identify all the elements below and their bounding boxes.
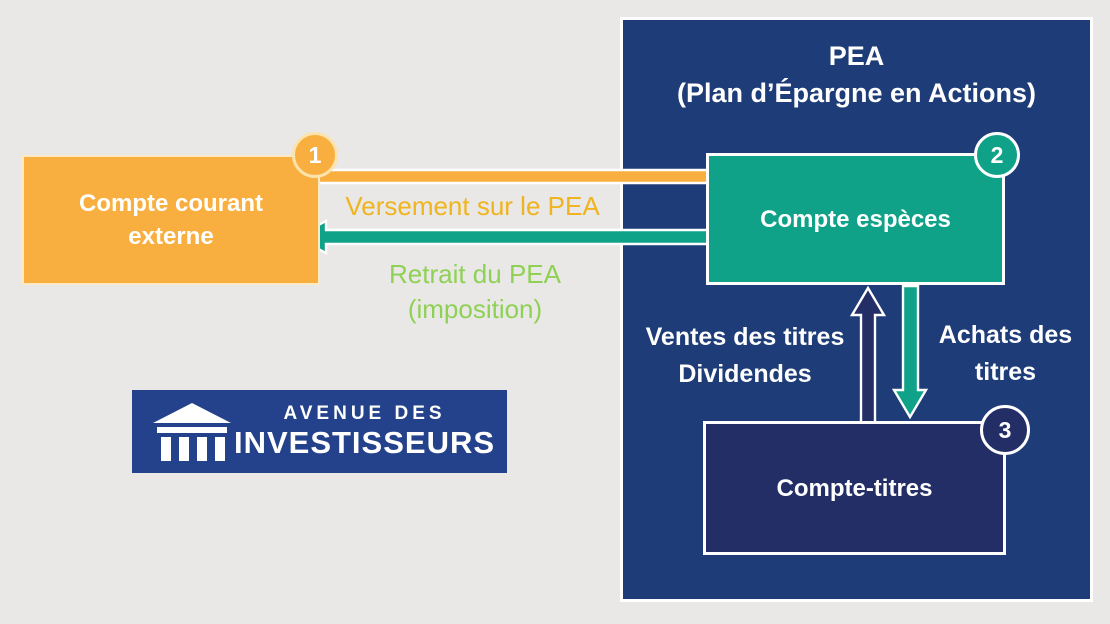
- external-account-label-line2: externe: [128, 223, 214, 250]
- logo-line2: INVESTISSEURS: [233, 424, 496, 460]
- external-account-label-line1: Compte courant: [78, 190, 263, 217]
- pea-panel-title: PEA (Plan d’Épargne en Actions): [620, 38, 1093, 112]
- purchase-flow-label: Achats des titres: [928, 317, 1083, 391]
- step-2-number: 2: [990, 141, 1004, 168]
- logo-wordmark: AVENUE DES INVESTISSEURS: [232, 403, 497, 461]
- sales-flow-label: Ventes des titres Dividendes: [628, 319, 862, 393]
- securities-account-box: Compte-titres: [703, 421, 1006, 555]
- withdrawal-flow-label: Retrait du PEA (imposition): [330, 257, 620, 327]
- step-3-number: 3: [998, 416, 1012, 443]
- purchase-label-line2: titres: [974, 358, 1037, 386]
- step-1-number: 1: [308, 141, 322, 168]
- step-2-badge: 2: [974, 132, 1020, 178]
- cash-account-box: Compte espèces: [706, 153, 1005, 285]
- step-3-badge: 3: [980, 405, 1030, 455]
- sales-label-line1: Ventes des titres: [645, 323, 845, 351]
- withdrawal-label-line1: Retrait du PEA: [389, 259, 561, 289]
- external-account-label: Compte courant externe: [79, 187, 263, 253]
- purchase-label-line1: Achats des: [938, 321, 1073, 349]
- logo-line1: AVENUE DES: [283, 402, 446, 424]
- securities-account-label: Compte-titres: [776, 474, 933, 502]
- deposit-label-text: Versement sur le PEA: [345, 191, 600, 221]
- withdrawal-label-line2: (imposition): [407, 294, 543, 324]
- avenue-des-investisseurs-logo: AVENUE DES INVESTISSEURS: [132, 390, 507, 473]
- deposit-flow-label: Versement sur le PEA: [325, 191, 620, 222]
- sales-label-line2: Dividendes: [678, 360, 812, 388]
- step-1-badge: 1: [292, 132, 338, 178]
- external-account-box: Compte courant externe: [22, 155, 320, 285]
- pea-title-line2: (Plan d’Épargne en Actions): [676, 78, 1037, 108]
- cash-account-label: Compte espèces: [760, 205, 951, 233]
- pea-title-line1: PEA: [828, 41, 885, 71]
- bank-temple-icon: [153, 402, 231, 461]
